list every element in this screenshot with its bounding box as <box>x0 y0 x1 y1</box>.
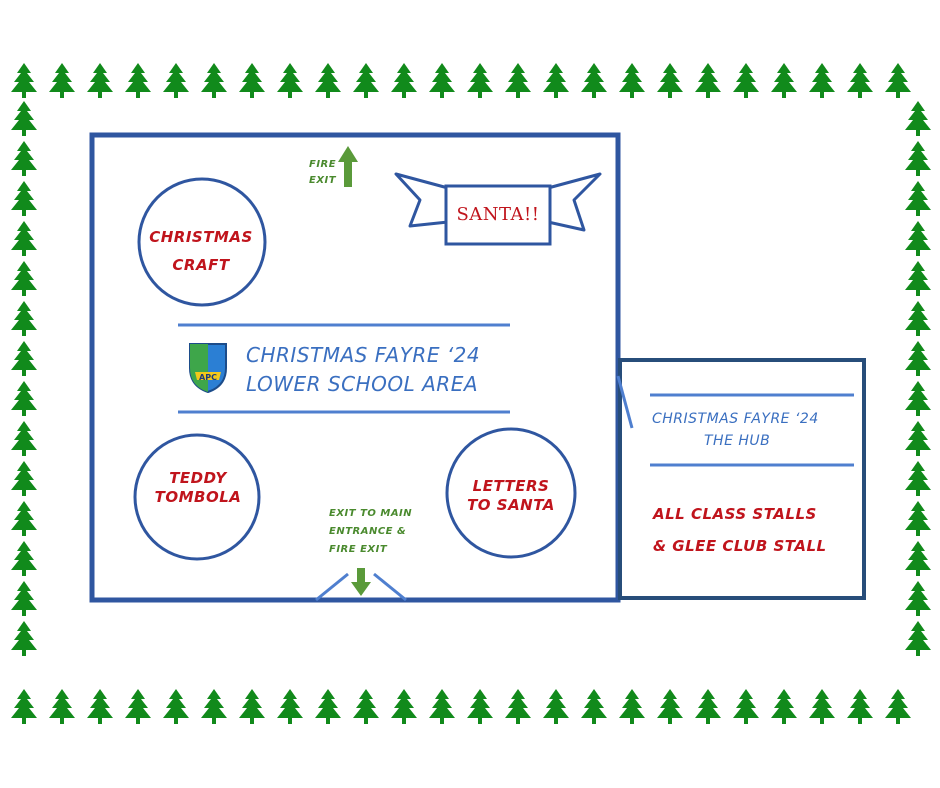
svg-text:APC: APC <box>199 373 217 382</box>
christmas-tree-icon <box>429 63 455 98</box>
christmas-tree-icon <box>885 689 911 724</box>
christmas-tree-icon <box>905 141 931 176</box>
christmas-tree-icon <box>11 301 37 336</box>
christmas-tree-icon <box>905 381 931 416</box>
christmas-tree-icon <box>87 63 113 98</box>
christmas-tree-icon <box>353 63 379 98</box>
christmas-tree-icon <box>905 101 931 136</box>
christmas-craft-stall <box>137 177 267 307</box>
christmas-tree-icon <box>11 421 37 456</box>
christmas-tree-icon <box>11 501 37 536</box>
school-crest-icon: APC <box>189 343 227 394</box>
santa-banner <box>394 172 602 246</box>
main-exit-door-right <box>373 572 407 602</box>
christmas-tree-icon <box>11 461 37 496</box>
christmas-tree-icon <box>11 261 37 296</box>
christmas-tree-icon <box>277 63 303 98</box>
hub-title: CHRISTMAS FAYRE ‘24 THE HUB <box>652 411 819 449</box>
hub-room <box>618 358 866 600</box>
christmas-tree-icon <box>581 63 607 98</box>
christmas-tree-icon <box>695 689 721 724</box>
christmas-tree-icon <box>429 689 455 724</box>
christmas-tree-icon <box>905 221 931 256</box>
christmas-tree-icon <box>905 181 931 216</box>
christmas-tree-icon <box>11 689 37 724</box>
christmas-tree-icon <box>11 541 37 576</box>
christmas-tree-icon <box>505 689 531 724</box>
teddy-tombola-stall <box>133 433 261 561</box>
christmas-tree-icon <box>11 141 37 176</box>
christmas-tree-icon <box>543 63 569 98</box>
christmas-tree-icon <box>11 621 37 656</box>
christmas-tree-icon <box>809 689 835 724</box>
christmas-tree-icon <box>11 341 37 376</box>
christmas-tree-icon <box>125 689 151 724</box>
christmas-tree-icon <box>905 421 931 456</box>
christmas-tree-icon <box>11 581 37 616</box>
christmas-tree-icon <box>239 689 265 724</box>
christmas-tree-icon <box>11 101 37 136</box>
christmas-tree-icon <box>847 689 873 724</box>
christmas-tree-icon <box>87 689 113 724</box>
christmas-tree-icon <box>11 221 37 256</box>
christmas-tree-icon <box>771 63 797 98</box>
christmas-tree-icon <box>467 63 493 98</box>
christmas-tree-icon <box>695 63 721 98</box>
christmas-tree-icon <box>619 689 645 724</box>
christmas-tree-icon <box>505 63 531 98</box>
christmas-tree-icon <box>619 63 645 98</box>
lower-school-title: CHRISTMAS FAYRE ‘24 LOWER SCHOOL AREA <box>246 343 481 396</box>
christmas-tree-icon <box>733 63 759 98</box>
christmas-tree-icon <box>11 181 37 216</box>
christmas-tree-icon <box>905 261 931 296</box>
letters-to-santa-stall <box>445 427 577 559</box>
christmas-tree-icon <box>239 63 265 98</box>
christmas-tree-icon <box>11 381 37 416</box>
christmas-tree-icon <box>905 341 931 376</box>
christmas-tree-icon <box>657 689 683 724</box>
hub-stalls-label: ALL CLASS STALLS & GLEE CLUB STALL <box>653 505 827 555</box>
christmas-tree-icon <box>905 461 931 496</box>
christmas-tree-icon <box>771 689 797 724</box>
christmas-tree-icon <box>49 689 75 724</box>
christmas-tree-icon <box>391 63 417 98</box>
christmas-tree-icon <box>277 689 303 724</box>
christmas-tree-icon <box>163 63 189 98</box>
christmas-tree-icon <box>905 541 931 576</box>
fire-exit-label: FIRE EXIT <box>309 159 337 186</box>
christmas-tree-icon <box>847 63 873 98</box>
christmas-tree-icon <box>905 621 931 656</box>
christmas-tree-icon <box>905 301 931 336</box>
christmas-tree-icon <box>201 63 227 98</box>
christmas-tree-icon <box>467 689 493 724</box>
christmas-tree-icon <box>315 689 341 724</box>
letters-to-santa-label: LETTERS TO SANTA <box>467 477 555 514</box>
hub-door <box>616 375 634 429</box>
christmas-tree-icon <box>885 63 911 98</box>
main-exit-door-left <box>315 572 349 602</box>
christmas-tree-icon <box>163 689 189 724</box>
christmas-tree-icon <box>49 63 75 98</box>
christmas-tree-icon <box>657 63 683 98</box>
christmas-craft-label: CHRISTMAS CRAFT <box>149 228 253 274</box>
christmas-tree-icon <box>11 63 37 98</box>
teddy-tombola-label: TEDDY TOMBOLA <box>154 469 242 506</box>
christmas-tree-icon <box>201 689 227 724</box>
christmas-tree-icon <box>543 689 569 724</box>
christmas-tree-icon <box>315 63 341 98</box>
main-exit-arrow-icon <box>351 568 371 596</box>
christmas-tree-icon <box>125 63 151 98</box>
main-exit-label: EXIT TO MAIN ENTRANCE & FIRE EXIT <box>329 508 413 555</box>
christmas-tree-icon <box>391 689 417 724</box>
christmas-tree-icon <box>905 501 931 536</box>
christmas-tree-icon <box>809 63 835 98</box>
fire-exit-arrow-icon <box>338 146 358 187</box>
christmas-tree-icon <box>733 689 759 724</box>
christmas-tree-icon <box>905 581 931 616</box>
christmas-tree-icon <box>581 689 607 724</box>
santa-banner-text: SANTA!! <box>456 204 540 225</box>
christmas-tree-icon <box>353 689 379 724</box>
